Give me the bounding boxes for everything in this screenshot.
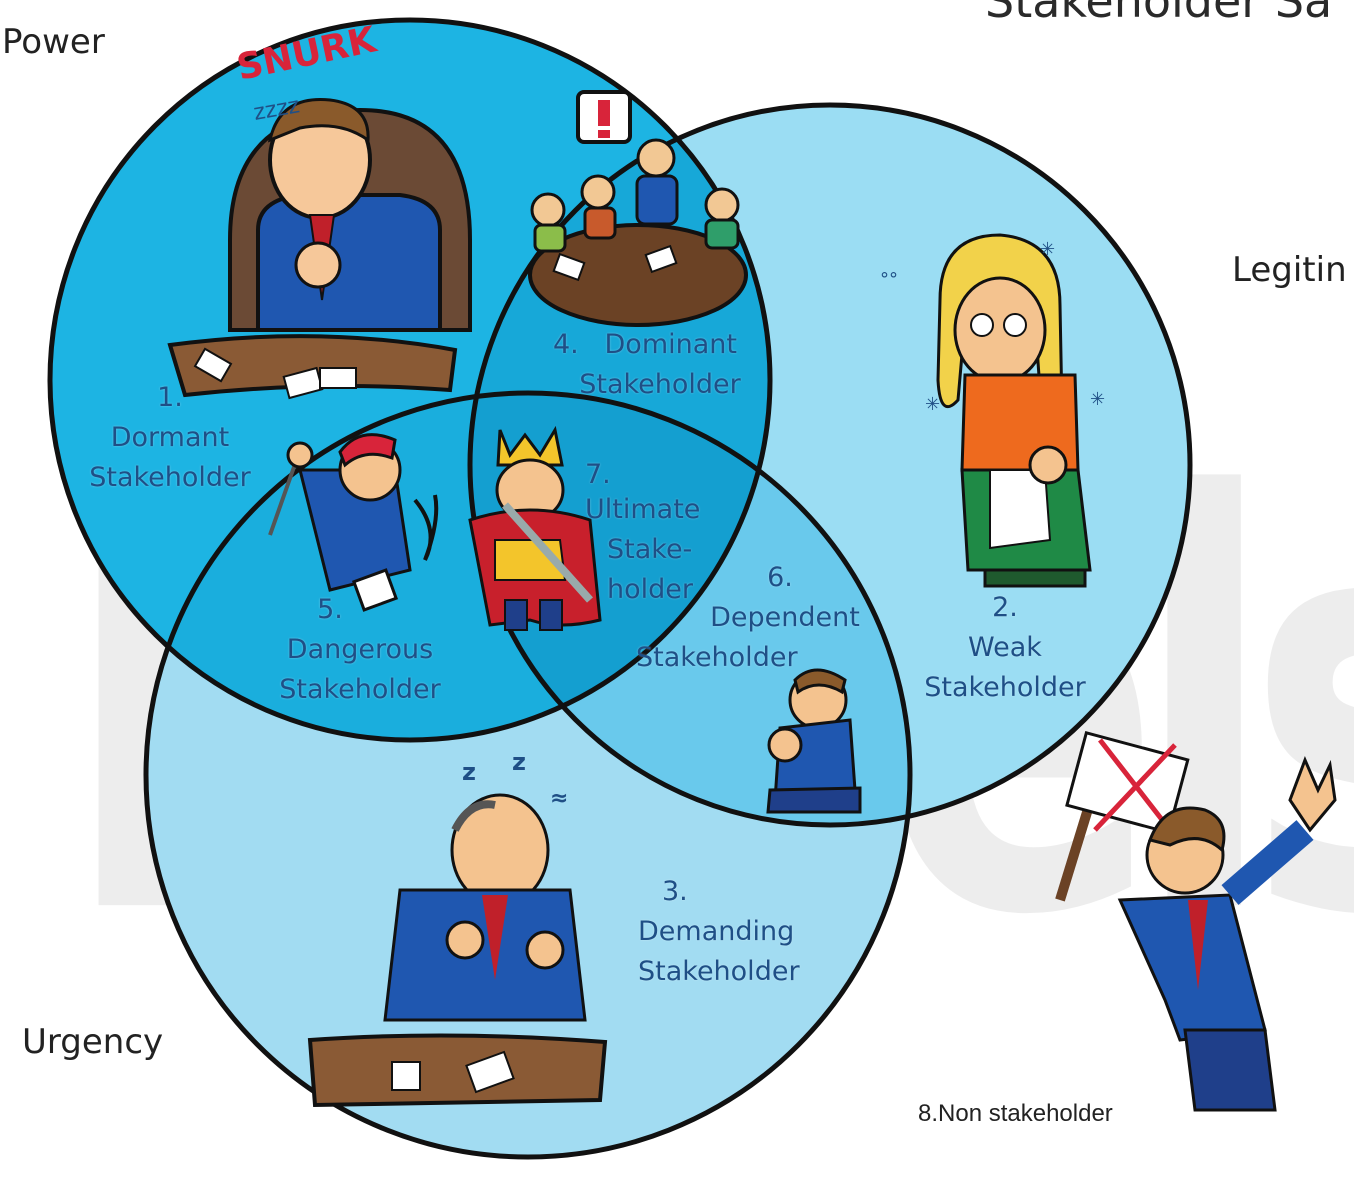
dependent-line2: Stakeholder (636, 642, 798, 673)
dormant-number: 1. (157, 382, 183, 413)
urgency-label: Urgency (22, 1022, 164, 1062)
demanding-line2: Stakeholder (638, 956, 800, 987)
svg-text:z: z (462, 758, 476, 786)
dangerous-line2: Stakeholder (279, 674, 441, 705)
dependent-number: 6. (767, 562, 793, 593)
devil-man-icon (268, 433, 439, 612)
ultimate-line3: holder (607, 574, 693, 605)
weak-stakeholder-label: 2. Weak Stakeholder (905, 588, 1105, 708)
demanding-number: 3. (662, 876, 688, 907)
dependent-line1: Dependent (710, 602, 860, 633)
worried-woman-icon: °° ✳ ✳ ✳ (880, 233, 1105, 588)
svg-text:°°: °° (880, 269, 898, 290)
kneeling-man-icon (766, 668, 862, 814)
demanding-line1: Demanding (638, 916, 795, 947)
power-outline (47, 17, 773, 743)
dangerous-number: 5. (317, 594, 343, 625)
dominant-number: 4. (553, 329, 579, 360)
dormant-stakeholder-label: 1. Dormant Stakeholder (70, 378, 270, 498)
svg-text:✳: ✳ (925, 394, 940, 415)
sleeping-boss-icon: SNURK zzzz (167, 19, 472, 400)
dependent-stakeholder-label: 6. Dependent Stakeholder (630, 558, 870, 678)
legitimacy-label: Legitin (1232, 250, 1347, 290)
legitimacy-outline (467, 102, 1193, 828)
weak-line1: Weak (968, 632, 1042, 663)
svg-text:✳: ✳ (1040, 239, 1055, 260)
meeting-table-icon (528, 90, 748, 327)
dominant-title: Dominant (604, 329, 737, 360)
demanding-stakeholder-label: 3. Demanding Stakeholder (620, 872, 840, 992)
power-label: Power (2, 22, 105, 62)
svg-text:z: z (512, 748, 526, 776)
ultimate-number: 7. (585, 459, 611, 490)
urgency-outline (143, 390, 913, 1160)
dangerous-line1: Dangerous (286, 634, 434, 665)
weak-number: 2. (992, 592, 1018, 623)
dominant-stakeholder-label: 4. Dominant Stakeholder (525, 325, 765, 405)
dormant-line2: Stakeholder (89, 462, 251, 493)
dominant-line1: 4. Dominant (525, 325, 765, 365)
weak-line2: Stakeholder (924, 672, 1086, 703)
dormant-line1: Dormant (110, 422, 230, 453)
ultimate-stakeholder-label: 7. Ultimate Stake- holder (585, 460, 725, 610)
svg-text:≈: ≈ (550, 786, 568, 811)
dominant-line2: Stakeholder (579, 369, 741, 400)
non-stakeholder-label: 8.Non stakeholder (918, 1100, 1113, 1127)
king-icon (468, 425, 602, 631)
ultimate-line1: Ultimate (585, 494, 701, 525)
diagram-title: Stakeholder Sa (985, 0, 1333, 28)
svg-text:✳: ✳ (1090, 389, 1105, 410)
angry-boss-icon: z z ≈ (307, 748, 608, 1108)
ultimate-line2: Stake- (607, 534, 693, 565)
protester-icon (1055, 730, 1337, 1112)
dangerous-stakeholder-label: 5. Dangerous Stakeholder (260, 590, 460, 710)
